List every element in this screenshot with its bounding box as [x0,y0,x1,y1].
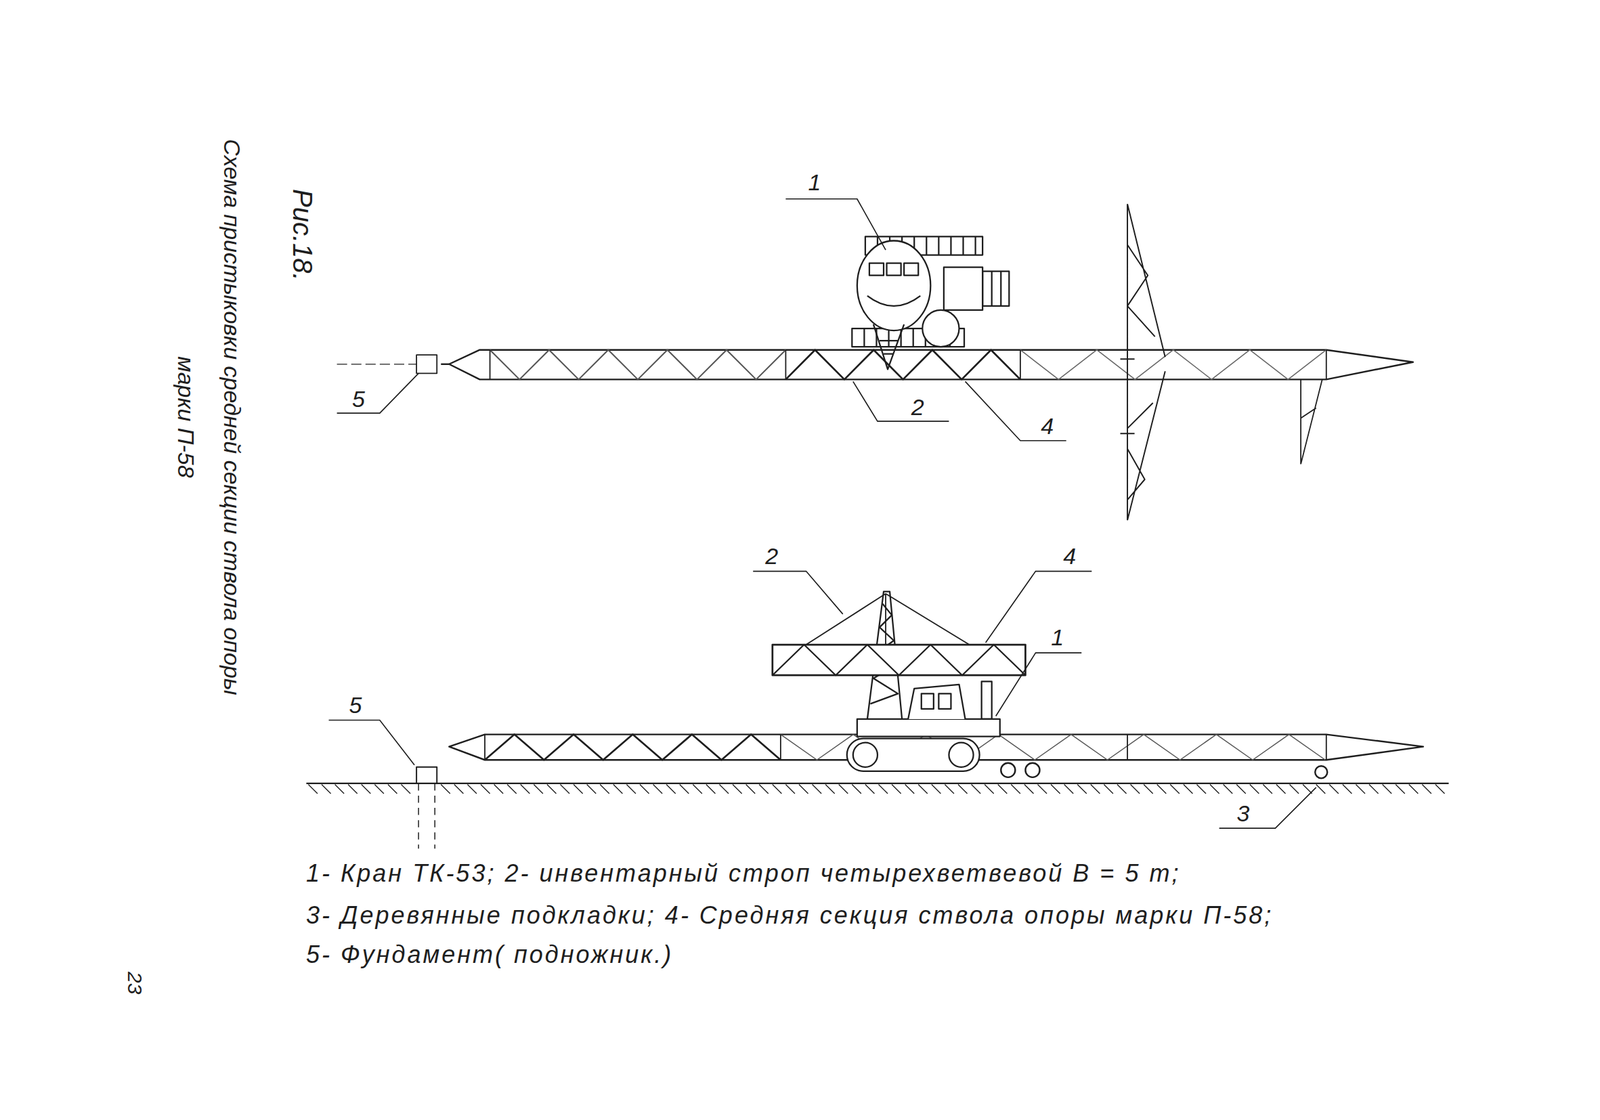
callout-number: 2 [911,394,925,421]
crossarm [1120,203,1166,521]
lattice-zigzag [772,644,1026,676]
callout-number: 1 [1050,624,1064,651]
lattice-zigzag [490,350,787,380]
foundation-hidden [418,783,435,849]
crane-side [847,591,1001,772]
foundation [416,354,437,374]
callout-number: 5 [348,692,362,719]
callout-number: 5 [352,385,365,413]
callout-number: 1 [808,169,822,196]
sling [806,593,970,645]
truss-nose [440,363,449,365]
pad [1025,763,1040,778]
hanging-section [772,644,1026,676]
truss-outline [448,350,1414,380]
truss-lattice [772,644,1026,676]
lattice-zigzag [785,350,1020,380]
callout-number: 3 [1237,800,1250,827]
callout-number: 4 [1063,543,1076,570]
small-arm [1300,379,1323,464]
hatch-strokes [308,784,1445,794]
leader-lines [329,199,1317,829]
pad [1000,763,1015,778]
page-number: 23 [122,971,147,994]
ground-line [306,782,1449,785]
figure-number: Рис.18. [287,188,319,281]
legend-line: 3- Деревянные подкладки; 4- Средняя секц… [306,901,1273,929]
legend-line: 1- Кран ТК-53; 2- инвентарный строп четы… [306,859,1181,888]
pad [1314,765,1328,778]
legend-line: 5- Фундамент( подножник.) [306,940,674,969]
callout-number: 2 [765,543,778,570]
truss-post [490,350,1327,380]
truss-lattice [490,350,1327,380]
callout-number: 4 [1040,413,1054,440]
lattice-zigzag [484,734,781,761]
crane-top [851,236,1009,370]
foundation [416,767,437,784]
center-line [337,363,417,365]
lattice-zigzag [1020,350,1327,380]
ground-hatching [308,784,1445,794]
figure-title: Схема пристыковки средней секции ствола … [163,112,256,722]
